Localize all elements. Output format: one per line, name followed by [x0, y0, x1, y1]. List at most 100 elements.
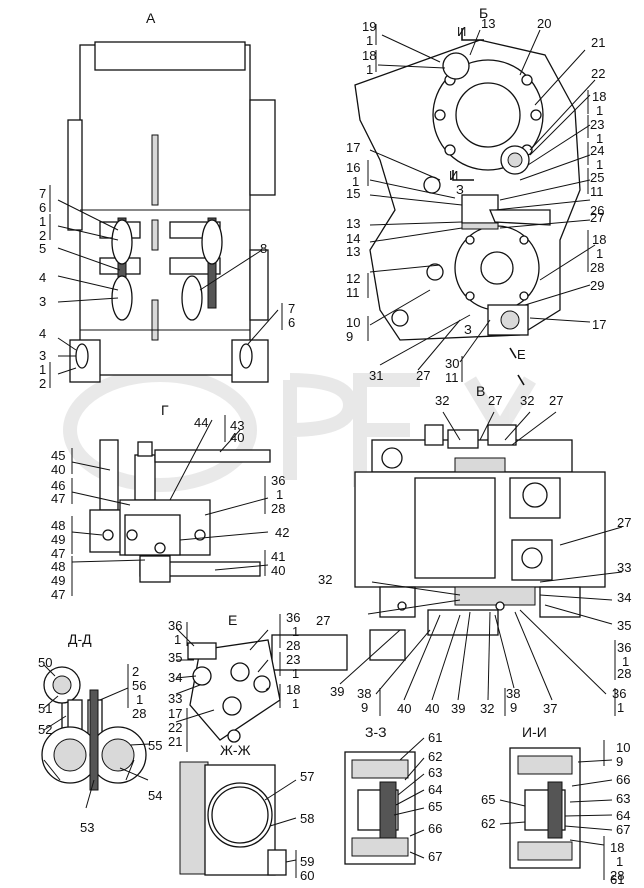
part-number-v32b: 32 — [520, 393, 534, 408]
part-number-a1: 1 — [39, 214, 46, 229]
part-number-i1: 1 — [616, 854, 623, 869]
part-number-e1r: 1 — [292, 624, 299, 639]
part-number-g41: 41 — [271, 549, 285, 564]
part-number-zh60: 60 — [300, 868, 314, 883]
part-number-i67: 67 — [616, 822, 630, 837]
part-number-g48: 48 — [51, 518, 65, 533]
part-number-g47: 47 — [51, 491, 65, 506]
part-number-g36s: 1 — [276, 487, 283, 502]
view-b — [354, 24, 596, 386]
part-number-g43: 43 — [230, 418, 244, 433]
part-number-v27c: 27 — [617, 515, 631, 530]
part-number-b30: 30 — [445, 356, 459, 371]
part-number-g46: 46 — [51, 478, 65, 493]
part-number-d50: 50 — [38, 655, 52, 670]
part-number-i9: 9 — [616, 754, 623, 769]
part-number-b18: 18 — [362, 48, 376, 63]
view-zz — [344, 737, 425, 865]
part-number-b18r: 18 — [592, 89, 606, 104]
view-title-zhzh: Ж-Ж — [220, 742, 251, 758]
part-number-v35: 35 — [617, 618, 631, 633]
part-number-e18: 18 — [286, 682, 300, 697]
part-number-v36s: 1 — [622, 654, 629, 669]
part-number-b22: 22 — [591, 66, 605, 81]
part-number-v27b: 27 — [549, 393, 563, 408]
part-number-v32: 32 — [435, 393, 449, 408]
part-number-zh58: 58 — [300, 811, 314, 826]
part-number-d55: 55 — [148, 738, 162, 753]
part-number-b18s: 1 — [366, 62, 373, 77]
part-number-i10: 10 — [616, 740, 630, 755]
section-mark-e1: Е — [517, 347, 526, 362]
part-number-b23: 23 — [590, 117, 604, 132]
part-number-g40: 40 — [230, 430, 244, 445]
part-number-v39: 39 — [330, 684, 344, 699]
part-number-a3: 3 — [39, 294, 46, 309]
part-number-b19s: 1 — [366, 33, 373, 48]
part-number-b15: 15 — [346, 186, 360, 201]
part-number-b10: 10 — [346, 315, 360, 330]
part-number-b25: 25 — [590, 170, 604, 185]
part-number-g48b: 48 — [51, 559, 65, 574]
part-number-g36: 36 — [271, 473, 285, 488]
section-mark-i2: И — [449, 168, 458, 183]
part-number-v40: 40 — [397, 701, 411, 716]
part-number-b26: 26 — [590, 203, 604, 218]
part-number-v40b: 40 — [425, 701, 439, 716]
part-number-v39b: 39 — [451, 701, 465, 716]
part-number-b9: 9 — [346, 329, 353, 344]
part-number-v32d: 32 — [480, 701, 494, 716]
part-number-e21: 21 — [168, 734, 182, 749]
view-title-v: В — [476, 383, 485, 399]
part-number-d51: 51 — [38, 701, 52, 716]
part-number-d1: 1 — [136, 692, 143, 707]
view-ii — [499, 740, 613, 880]
part-number-g42: 42 — [275, 525, 289, 540]
part-number-i61: 61 — [610, 872, 624, 887]
part-number-v34: 34 — [617, 590, 631, 605]
view-zhzh — [179, 761, 297, 878]
part-number-i65: 65 — [481, 792, 495, 807]
part-number-v27d: 27 — [316, 613, 330, 628]
part-number-z67: 67 — [428, 849, 442, 864]
part-number-b24: 24 — [590, 143, 604, 158]
view-title-g: Г — [161, 402, 169, 418]
part-number-e35: 35 — [168, 650, 182, 665]
part-number-i28: 28 — [610, 868, 624, 883]
part-number-v36: 36 — [617, 640, 631, 655]
view-title-zz: З-З — [365, 724, 387, 740]
part-number-g47b: 47 — [51, 546, 65, 561]
view-title-b: Б — [479, 5, 488, 21]
part-number-e28: 28 — [286, 638, 300, 653]
part-number-g49: 49 — [51, 532, 65, 547]
part-number-a1b: 1 — [39, 362, 46, 377]
part-number-d2: 2 — [132, 664, 139, 679]
part-number-d53: 53 — [80, 820, 94, 835]
part-number-a2b: 2 — [39, 376, 46, 391]
part-number-b18rs: 1 — [596, 103, 603, 118]
part-number-zh59: 59 — [300, 854, 314, 869]
view-a — [49, 41, 283, 388]
part-number-v36bs: 1 — [617, 700, 624, 715]
part-number-b20: 20 — [537, 16, 551, 31]
part-number-d52: 52 — [38, 722, 52, 737]
part-number-i18: 18 — [610, 840, 624, 855]
view-e — [175, 614, 281, 752]
part-number-b12: 12 — [346, 271, 360, 286]
part-number-e1r2: 1 — [292, 666, 299, 681]
view-g — [71, 415, 271, 596]
part-number-e1r3: 1 — [292, 696, 299, 711]
part-number-g40c: 40 — [271, 563, 285, 578]
part-number-i62: 62 — [481, 816, 495, 831]
part-number-a7: 7 — [39, 186, 46, 201]
part-number-z62: 62 — [428, 749, 442, 764]
view-v — [271, 411, 623, 716]
part-number-a8: 8 — [260, 241, 267, 256]
part-number-b29: 29 — [590, 278, 604, 293]
part-number-z64: 64 — [428, 782, 442, 797]
part-number-e22: 22 — [168, 720, 182, 735]
part-number-e36r: 36 — [286, 610, 300, 625]
section-mark-i1: И — [457, 24, 466, 39]
part-number-b27b: 27 — [416, 368, 430, 383]
part-number-v37: 37 — [543, 701, 557, 716]
